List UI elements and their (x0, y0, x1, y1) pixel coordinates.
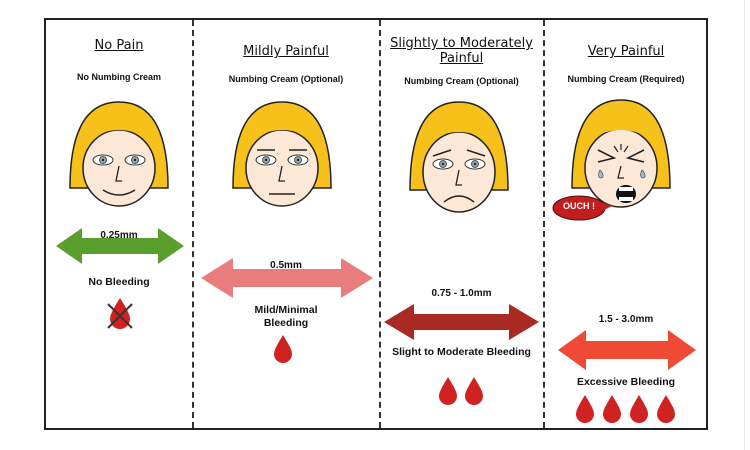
divider-3 (543, 20, 545, 428)
double-arrow-icon (384, 304, 539, 340)
happy-face-icon (69, 101, 169, 207)
panel-slightly-to-moderately-painful: Slightly to Moderately Painful Numbing C… (380, 20, 543, 428)
bleeding-label: Excessive Bleeding (576, 376, 676, 388)
crossed-blood-drop-icon (107, 298, 133, 329)
double-arrow-icon (56, 228, 184, 264)
crying-face-icon (571, 99, 671, 208)
panel-title: Slightly to Moderately Painful (390, 36, 533, 66)
needle-size-label: 1.5 - 3.0mm (598, 314, 654, 325)
needle-size-label: 0.75 - 1.0mm (431, 288, 492, 299)
page-edge-line (744, 0, 745, 450)
panel-title: Very Painful (587, 44, 665, 59)
double-arrow-icon (558, 330, 696, 370)
speech-bubble-icon (552, 195, 612, 221)
blood-drop-icon (274, 335, 292, 363)
two-blood-drops-icon (439, 377, 483, 405)
bleeding-label: Slight to Moderate Bleeding (392, 346, 531, 358)
needle-size-label: 0.5mm (270, 260, 302, 271)
bleeding-label: No Bleeding (88, 276, 150, 288)
needle-size-label: 0.25mm (100, 230, 138, 241)
panel-mildly-painful: Mildly Painful Numbing Cream (Optional) … (193, 20, 379, 428)
divider-2 (379, 20, 381, 428)
panel-very-painful: Very Painful Numbing Cream (Required) OU… (544, 20, 708, 428)
divider-1 (192, 20, 194, 428)
numbing-cream-note: Numbing Cream (Optional) (228, 74, 344, 84)
pain-scale-diagram: No Pain No Numbing Cream 0.25mm No Bleed… (44, 18, 708, 430)
panel-title: No Pain (94, 38, 144, 53)
panel-title: Mildly Painful (243, 44, 329, 59)
sad-face-icon (409, 101, 509, 213)
numbing-cream-note: Numbing Cream (Required) (567, 74, 685, 84)
double-arrow-icon (201, 258, 373, 298)
panel-no-pain: No Pain No Numbing Cream 0.25mm No Bleed… (46, 20, 192, 428)
four-blood-drops-icon (576, 395, 675, 423)
ouch-exclamation: OUCH ! (563, 201, 595, 211)
neutral-face-icon (232, 101, 332, 207)
bleeding-label: Mild/Minimal Bleeding (254, 304, 318, 329)
numbing-cream-note: No Numbing Cream (76, 72, 161, 82)
numbing-cream-note: Numbing Cream (Optional) (404, 76, 519, 86)
